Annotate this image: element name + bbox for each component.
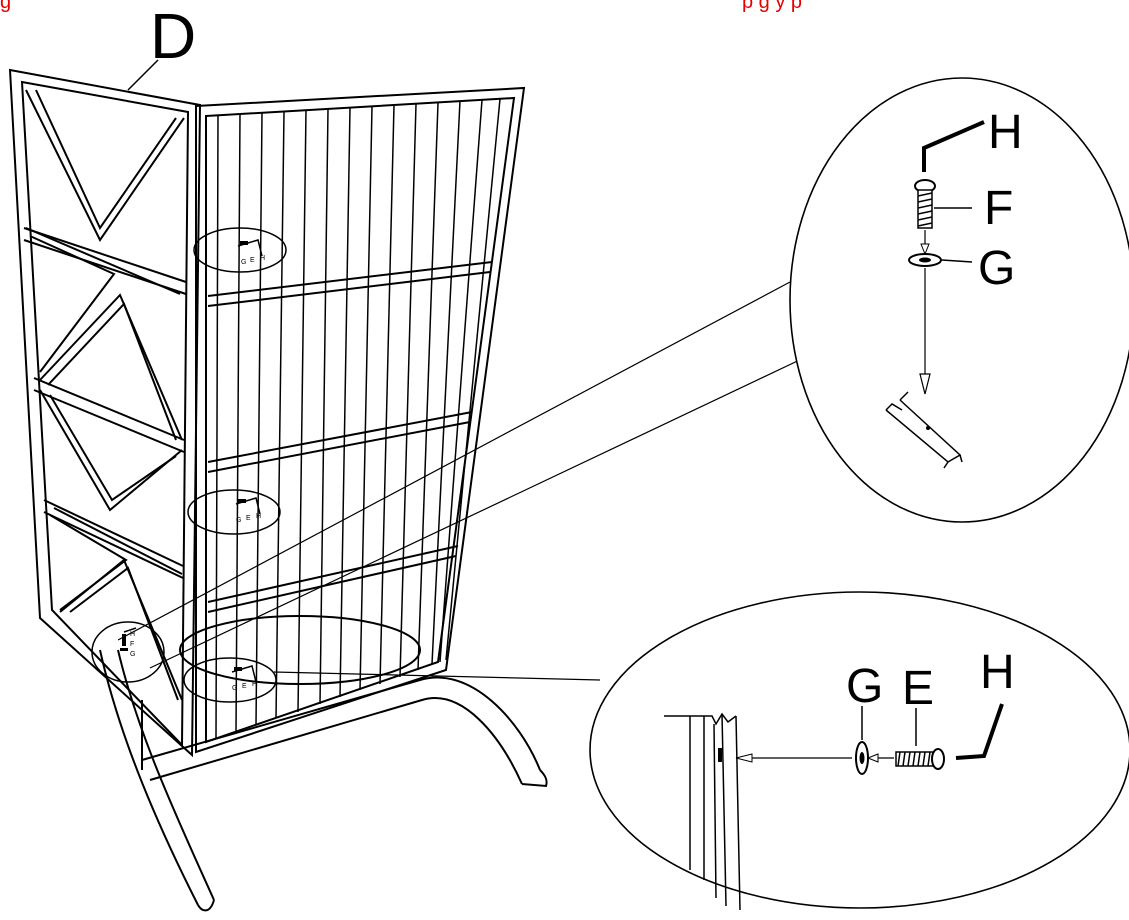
hex-key-h-bottom — [955, 703, 1004, 760]
banner-text-left: g — [0, 0, 11, 13]
label-bottom-e: E — [902, 662, 934, 715]
callout-bottom-e: E — [242, 683, 247, 690]
zoom-ellipse-top — [789, 77, 1129, 523]
callout-middle: G E H — [187, 489, 281, 535]
callout-top-h: H — [260, 255, 265, 262]
slats — [215, 98, 501, 739]
callout-side: H F G — [91, 621, 165, 683]
callout-top: G E H — [193, 227, 287, 273]
label-bottom-h: H — [980, 646, 1015, 699]
zoom-detail-top: H F G — [789, 77, 1129, 523]
callout-top-g: G — [241, 259, 246, 266]
label-top-g: G — [978, 242, 1015, 295]
callout-side-f: F — [130, 641, 134, 648]
callout-middle-g: G — [236, 517, 241, 524]
callout-top-e: E — [250, 257, 255, 264]
label-top-h: H — [988, 106, 1023, 159]
callout-side-h: H — [130, 631, 135, 638]
label-d-leader — [127, 59, 159, 91]
chair-base — [99, 615, 548, 912]
banner-text-right: p g y p — [742, 0, 802, 13]
callout-middle-e: E — [246, 515, 251, 522]
callout-bottom-h: H — [252, 681, 257, 688]
panel-edge-detail — [664, 712, 741, 911]
hex-key-h-top — [922, 120, 985, 172]
label-part-d: D — [150, 0, 196, 72]
zoom-detail-bottom: G E H — [589, 591, 1129, 911]
label-bottom-g: G — [846, 660, 883, 713]
side-panel-frame — [8, 68, 202, 758]
callout-bottom-g: G — [232, 685, 237, 692]
callout-bottom: G E H — [183, 657, 277, 703]
zoom-leader-lines — [117, 281, 809, 681]
callout-middle-h: H — [256, 513, 261, 520]
label-top-f: F — [984, 182, 1013, 235]
bracket-detail — [885, 391, 963, 469]
callout-side-g: G — [130, 651, 135, 658]
slatted-back-panel — [195, 86, 526, 754]
